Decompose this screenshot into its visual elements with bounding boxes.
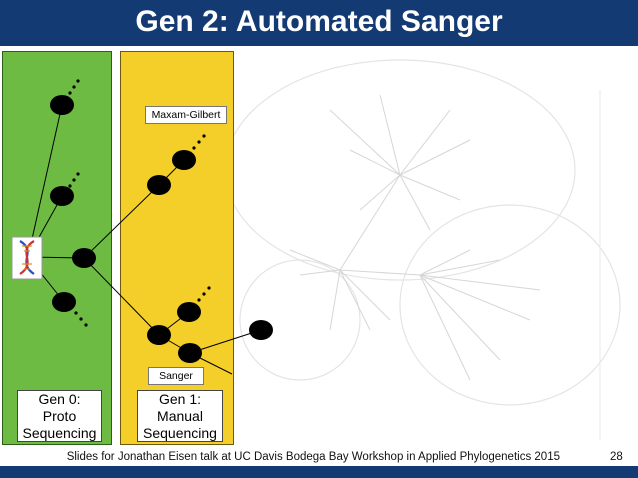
slide-title: Gen 2: Automated Sanger xyxy=(0,0,638,46)
ellipsis-dot xyxy=(84,323,88,327)
edge xyxy=(83,257,160,336)
gen1-label-line3: Sequencing xyxy=(143,424,217,441)
ellipsis-dot xyxy=(76,79,80,83)
ellipsis-dot xyxy=(72,178,76,182)
ellipsis-dot xyxy=(68,184,72,188)
maxam-gilbert-label: Maxam-Gilbert xyxy=(145,106,227,124)
edge xyxy=(83,184,160,259)
tree-node xyxy=(50,186,74,206)
ellipsis-dot xyxy=(202,134,206,138)
gen0-label-line1: Gen 0: xyxy=(38,390,81,407)
page-number: 28 xyxy=(610,451,623,463)
tree-node xyxy=(178,343,202,363)
ellipsis-dot xyxy=(68,91,72,95)
gen0-label-line2: Proto xyxy=(42,407,77,424)
gen1-label-line1: Gen 1: xyxy=(158,390,202,407)
tree-node xyxy=(249,320,273,340)
tree-node xyxy=(177,302,201,322)
tree-node xyxy=(72,248,96,268)
ellipsis-dot xyxy=(74,311,78,315)
slide-footer: Slides for Jonathan Eisen talk at UC Dav… xyxy=(66,451,560,463)
tree-node xyxy=(172,150,196,170)
ellipsis-dot xyxy=(197,298,201,302)
edge xyxy=(189,329,262,354)
tree-node xyxy=(52,292,76,312)
ellipsis-dot xyxy=(76,172,80,176)
ellipsis-dot xyxy=(197,140,201,144)
bottom-bar xyxy=(0,466,638,478)
edge xyxy=(27,104,63,258)
ellipsis-dot xyxy=(72,85,76,89)
background-tree-of-life xyxy=(224,59,621,440)
ellipsis-dot xyxy=(202,292,206,296)
sanger-label: Sanger xyxy=(148,367,204,385)
dna-icon xyxy=(11,236,43,280)
ellipsis-dot xyxy=(207,286,211,290)
tree-node xyxy=(147,325,171,345)
gen0-label-line3: Sequencing xyxy=(22,424,97,441)
gen1-label-line2: Manual xyxy=(157,407,203,424)
gen1-label-box: Gen 1: Manual Sequencing xyxy=(137,390,223,442)
gen0-label-box: Gen 0: Proto Sequencing xyxy=(17,390,102,442)
tree-node xyxy=(147,175,171,195)
ellipsis-dot xyxy=(192,146,196,150)
ellipsis-dot xyxy=(79,317,83,321)
tree-node xyxy=(50,95,74,115)
